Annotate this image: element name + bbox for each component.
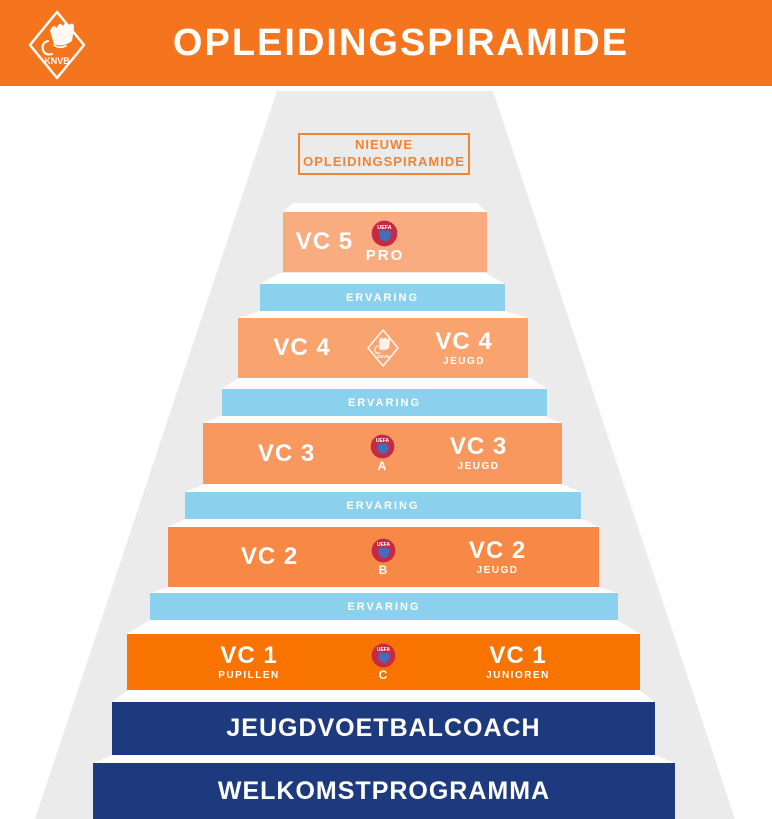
vc4-left-cell: VC 4: [238, 335, 366, 360]
step-ledge: [260, 273, 505, 284]
vc1-right-sublabel: JUNIOREN: [486, 669, 550, 681]
vc4-right-sublabel: JEUGD: [443, 355, 485, 367]
uefa-badge-text: UEFA: [376, 438, 390, 444]
uefa-a-badge-icon: UEFA: [370, 434, 395, 459]
vc3-right-label: VC 3: [449, 433, 508, 461]
level-ervaring-2: ERVARING: [222, 389, 547, 416]
vc2-left-label: VC 2: [240, 543, 299, 571]
vc4-right-label: VC 4: [435, 327, 493, 355]
vc2-right-label: VC 2: [468, 536, 527, 564]
knvb-badge-text: KNVB: [377, 354, 391, 359]
vc4-badge-cell: KNVB: [366, 328, 400, 368]
vc3-right-sublabel: JEUGD: [457, 461, 500, 473]
uefa-pro-badge-icon: UEFA: [371, 220, 398, 247]
step-ledge: [185, 484, 581, 492]
ervaring-label: ERVARING: [345, 291, 420, 304]
pyramid-title-box: NIEUWE OPLEIDINGSPIRAMIDE: [298, 133, 470, 175]
step-ledge: [203, 416, 562, 423]
uefa-badge-text: UEFA: [377, 647, 391, 653]
vc4-right-cell: VC 4 JEUGD: [400, 327, 528, 368]
welkomstprogramma-label: WELKOMSTPROGRAMMA: [217, 776, 551, 805]
vc2-badge-caption: B: [378, 562, 389, 577]
vc1-left-sublabel: PUPILLEN: [218, 669, 280, 681]
ervaring-label: ERVARING: [347, 396, 422, 409]
level-vc3: VC 3 UEFA A VC 3 JEUGD: [203, 423, 562, 484]
vc4-left-label: VC 4: [273, 334, 331, 362]
level-jeugdvoetbalcoach: JEUGDVOETBALCOACH: [112, 702, 655, 755]
vc3-left-cell: VC 3: [203, 441, 370, 466]
step-ledge: [168, 519, 599, 527]
vc1-badge-caption: C: [378, 667, 389, 682]
vc1-left-cell: VC 1 PUPILLEN: [127, 641, 371, 682]
vc5-label: VC 5: [295, 228, 354, 256]
vc2-badge-cell: UEFA B: [371, 538, 396, 577]
vc3-badge-cell: UEFA A: [370, 434, 395, 473]
vc5-badge-cell: UEFA PRO: [366, 220, 405, 264]
page-title: OPLEIDINGSPIRAMIDE: [172, 21, 630, 64]
step-ledge: [150, 587, 618, 593]
vc1-badge-cell: UEFA C: [371, 643, 396, 682]
step-ledge: [93, 755, 675, 763]
step-ledge: [127, 620, 640, 634]
step-ledge: [283, 203, 487, 212]
knvb-logo-icon: KNVB: [26, 9, 88, 81]
uefa-c-badge-icon: UEFA: [371, 643, 396, 668]
vc3-right-cell: VC 3 JEUGD: [395, 434, 562, 473]
knvb-logo-text: KNVB: [44, 56, 70, 66]
step-ledge: [112, 690, 655, 702]
level-ervaring-4: ERVARING: [150, 593, 618, 620]
level-vc1: VC 1 PUPILLEN UEFA C VC 1 JUNIOREN: [127, 634, 640, 690]
level-ervaring-3: ERVARING: [185, 492, 581, 519]
vc1-right-cell: VC 1 JUNIOREN: [396, 641, 640, 682]
header: KNVB OPLEIDINGSPIRAMIDE: [0, 0, 772, 86]
vc5-label-cell: VC 5: [283, 229, 366, 254]
knvb-badge-icon: KNVB: [366, 328, 400, 368]
pyramid-title-line2: OPLEIDINGSPIRAMIDE: [303, 154, 465, 169]
step-ledge: [222, 378, 547, 389]
uefa-badge-text: UEFA: [378, 225, 392, 231]
step-ledge: [238, 311, 528, 318]
uefa-badge-text: UEFA: [377, 542, 391, 548]
vc2-left-cell: VC 2: [168, 544, 371, 569]
vc1-right-label: VC 1: [489, 641, 547, 669]
vc2-right-sublabel: JEUGD: [476, 564, 519, 576]
ervaring-label: ERVARING: [346, 499, 420, 512]
vc5-badge-caption: PRO: [365, 247, 405, 265]
pyramid-title-line1: NIEUWE: [355, 137, 413, 153]
ervaring-label: ERVARING: [347, 600, 421, 613]
vc3-badge-caption: A: [377, 459, 388, 474]
level-ervaring-1: ERVARING: [260, 284, 505, 311]
uefa-b-badge-icon: UEFA: [371, 538, 396, 563]
vc1-left-label: VC 1: [220, 641, 278, 669]
level-welkomstprogramma: WELKOMSTPROGRAMMA: [93, 763, 675, 819]
vc2-right-cell: VC 2 JEUGD: [396, 536, 599, 577]
vc3-left-label: VC 3: [257, 439, 316, 467]
level-vc2: VC 2 UEFA B VC 2 JEUGD: [168, 527, 599, 587]
jeugdvoetbalcoach-label: JEUGDVOETBALCOACH: [226, 714, 541, 742]
level-vc4: VC 4 KNVB VC 4 JEUGD: [238, 318, 528, 378]
level-vc5: VC 5 UEFA PRO: [283, 212, 487, 272]
